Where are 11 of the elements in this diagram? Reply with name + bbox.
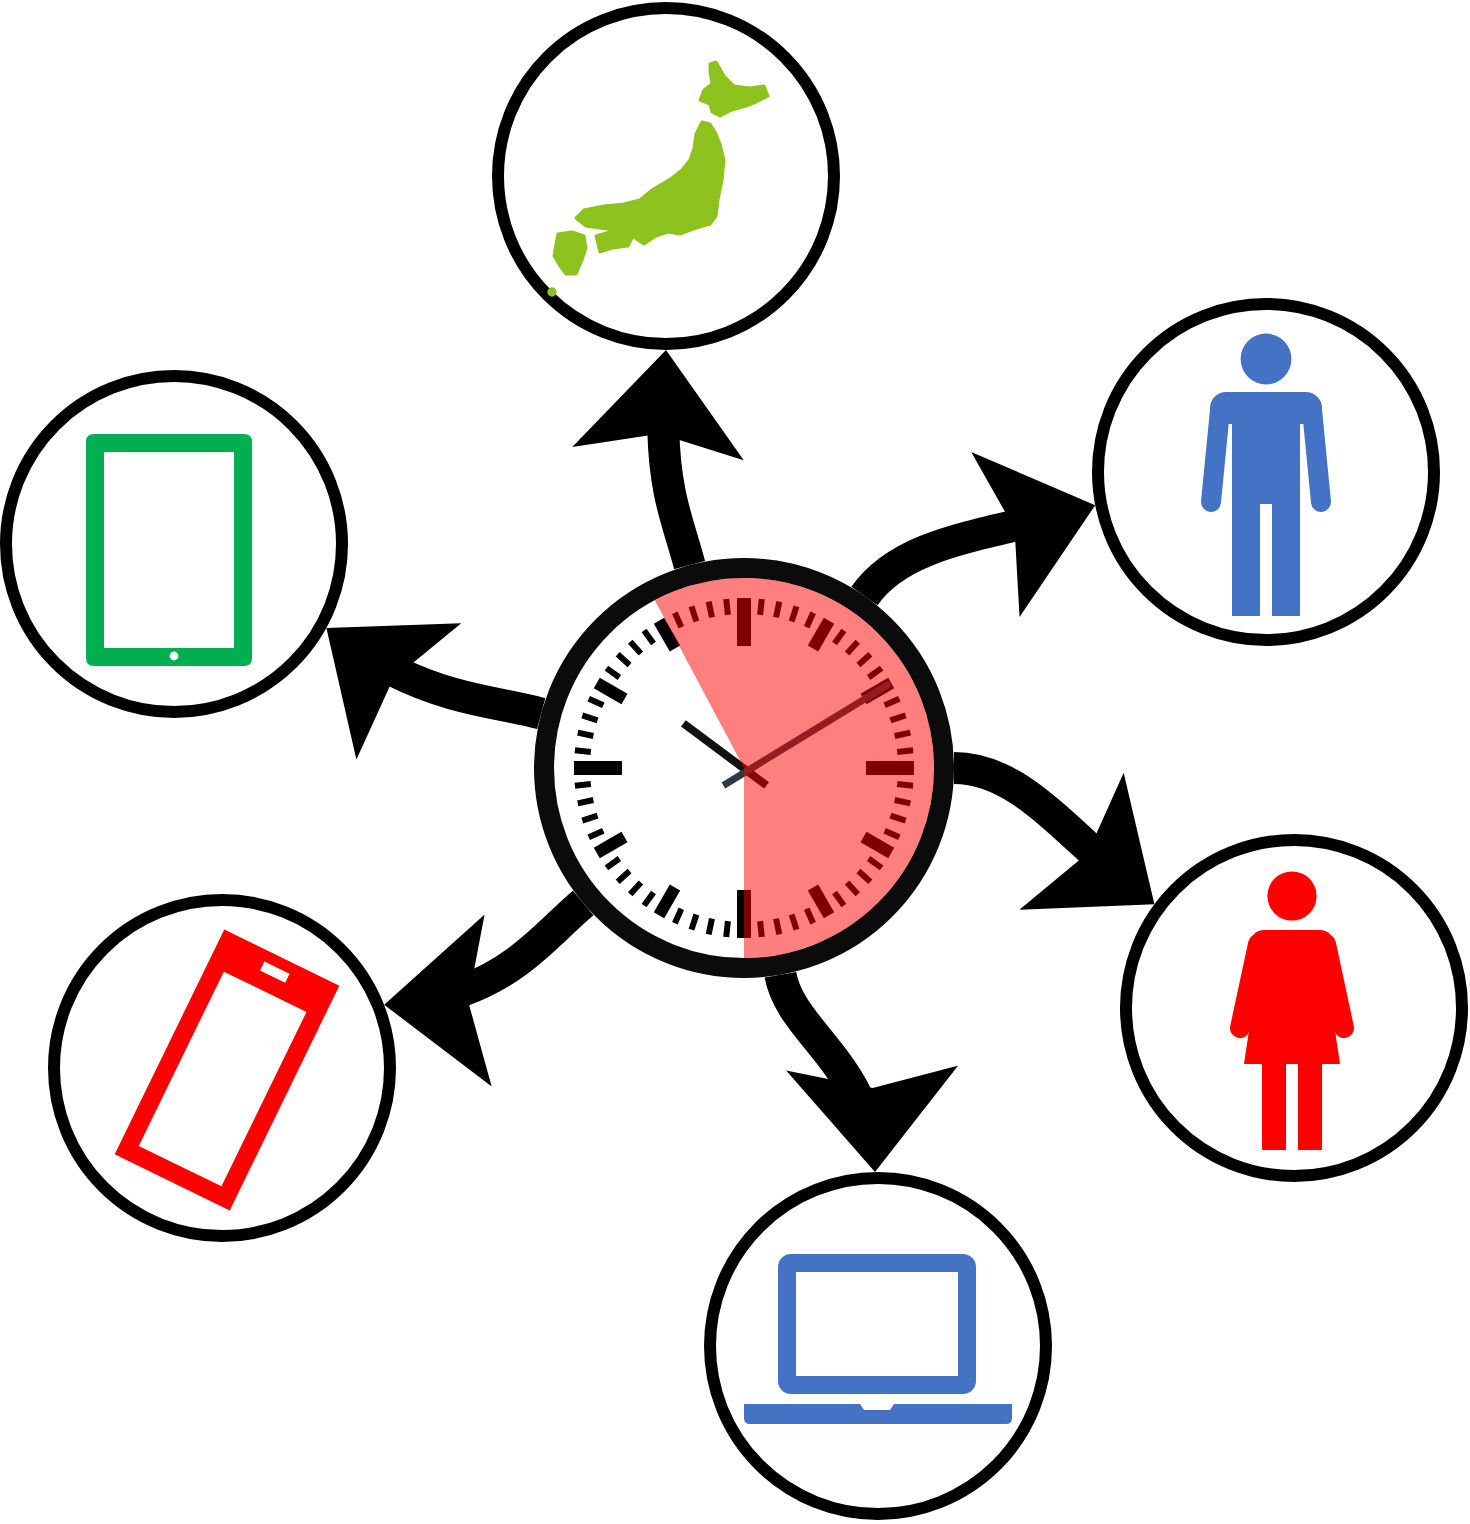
clock-illustration xyxy=(534,558,954,978)
circle-frame xyxy=(704,1172,1052,1520)
curved-arrow xyxy=(573,349,746,570)
circle-frame xyxy=(0,370,348,718)
circle-frame xyxy=(1120,834,1468,1182)
curved-arrow xyxy=(852,450,1100,616)
curved-arrow xyxy=(765,970,952,1174)
circle-frame xyxy=(1092,298,1440,646)
circle-frame xyxy=(48,894,396,1242)
curved-arrow xyxy=(382,891,594,1082)
circle-frame xyxy=(492,2,840,350)
